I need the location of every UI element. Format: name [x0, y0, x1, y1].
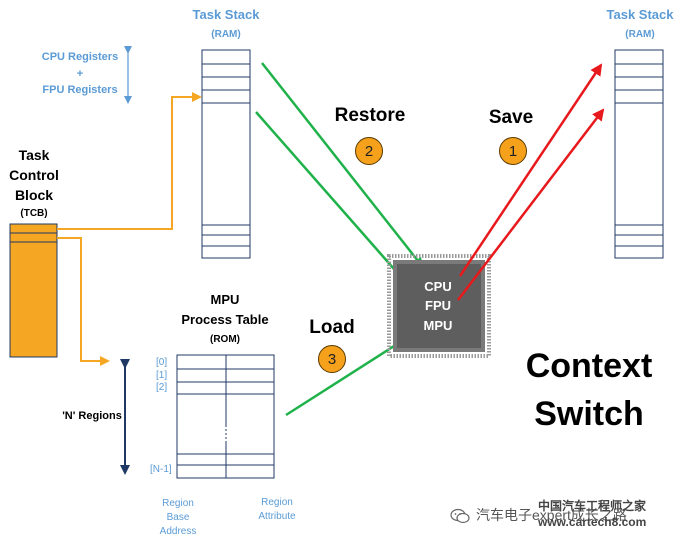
registers-label-line1: CPU Registers — [41, 51, 119, 63]
save-arrow-2 — [457, 108, 605, 301]
left-stack-title: Task Stack — [192, 7, 260, 22]
watermark-text: 汽车电子expert成长之路 — [476, 507, 627, 523]
tcb-abbr: (TCB) — [20, 208, 48, 219]
region-base-line3: Address — [159, 526, 197, 537]
region-base-line2: Base — [166, 512, 190, 523]
mpu-index-n-1: [N-1] — [150, 464, 172, 475]
region-base-line1: Region — [162, 498, 194, 509]
step-3-badge: 3 — [318, 345, 346, 373]
tcb-label-line1: Task — [18, 147, 50, 163]
registers-label-line3: FPU Registers — [42, 84, 118, 96]
chip-cpu-label: CPU — [424, 279, 452, 294]
right-stack-subtitle: (RAM) — [625, 29, 655, 40]
restore-label: Restore — [334, 105, 406, 126]
region-attr-line2: Attribute — [258, 511, 296, 522]
registers-label-line2: + — [76, 68, 84, 80]
tcb-to-stack-connector — [57, 92, 202, 230]
save-arrow-1 — [458, 63, 603, 277]
region-attr-line1: Region — [261, 497, 293, 508]
restore-arrow-1 — [261, 62, 424, 268]
right-stack-title: Task Stack — [606, 7, 674, 22]
watermark-site: 中国汽车工程师之家 www.cartech8.com — [538, 499, 647, 530]
tcb-label-line2: Control — [9, 167, 59, 183]
mpu-index-0: [0] — [156, 357, 168, 368]
mpu-index-2: [2] — [156, 382, 168, 393]
left-stack-subtitle: (RAM) — [211, 29, 241, 40]
left-task-stack — [201, 49, 251, 259]
cpu-chip — [387, 254, 491, 358]
restore-arrow-2 — [255, 111, 418, 296]
tcb-to-mpu-connector — [57, 237, 110, 366]
wechat-icon — [450, 508, 470, 524]
mpu-process-table — [176, 354, 275, 479]
chip-fpu-label: FPU — [425, 298, 451, 313]
save-label: Save — [488, 107, 534, 128]
mpu-title-line1: MPU — [210, 292, 240, 307]
chip-mpu-label: MPU — [423, 318, 453, 333]
context-title-line2: Switch — [534, 395, 644, 433]
load-label: Load — [309, 317, 355, 338]
load-arrow — [285, 332, 415, 417]
mpu-index-1: [1] — [156, 370, 168, 381]
step-1-badge: 1 — [499, 137, 527, 165]
step-2-badge: 2 — [355, 137, 383, 165]
right-task-stack — [614, 49, 664, 259]
tcb-block — [9, 223, 58, 358]
mpu-title-line3: (ROM) — [210, 334, 240, 345]
tcb-label-line3: Block — [14, 187, 54, 203]
mpu-title-line2: Process Table — [181, 312, 269, 327]
n-regions-label: 'N' Regions — [62, 410, 122, 422]
context-title-line1: Context — [525, 347, 653, 385]
